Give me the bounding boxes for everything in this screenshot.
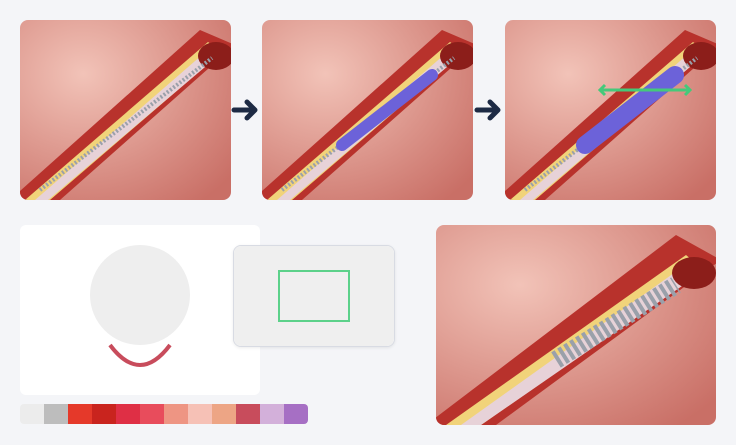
vessel-wall xyxy=(436,235,716,425)
anatomy-inset-panel xyxy=(233,245,395,347)
color-palette xyxy=(20,404,308,424)
artery-illustration xyxy=(436,225,716,425)
palette-swatch xyxy=(20,404,44,424)
palette-swatch xyxy=(212,404,236,424)
artery-illustration xyxy=(505,20,716,200)
procedure-step-2-panel xyxy=(262,20,473,200)
brain-inset xyxy=(234,246,394,346)
vessel-opening xyxy=(672,257,716,289)
stent xyxy=(551,277,681,368)
palette-swatch xyxy=(92,404,116,424)
palette-swatch xyxy=(68,404,92,424)
palette-swatch xyxy=(116,404,140,424)
balloon-catheter xyxy=(576,66,684,154)
palette-swatch xyxy=(140,404,164,424)
guidewire xyxy=(38,56,214,192)
plaque-layer xyxy=(446,255,704,425)
anatomy-head-panel xyxy=(20,225,260,395)
arrow-right-icon xyxy=(474,99,501,121)
palette-swatch xyxy=(260,404,284,424)
artery-illustration xyxy=(20,20,231,200)
artery-illustration xyxy=(262,20,473,200)
balloon-catheter xyxy=(336,69,438,151)
palette-swatch xyxy=(44,404,68,424)
procedure-step-1-panel xyxy=(20,20,231,200)
procedure-step-4-panel xyxy=(436,225,716,425)
procedure-step-3-panel xyxy=(505,20,716,200)
palette-swatch xyxy=(236,404,260,424)
palette-swatch xyxy=(188,404,212,424)
head-illustration xyxy=(90,245,190,367)
arrow-right-icon xyxy=(231,99,258,121)
palette-swatch xyxy=(284,404,308,424)
palette-swatch xyxy=(164,404,188,424)
double-arrow-icon xyxy=(597,83,693,97)
focus-frame-icon xyxy=(278,270,350,322)
